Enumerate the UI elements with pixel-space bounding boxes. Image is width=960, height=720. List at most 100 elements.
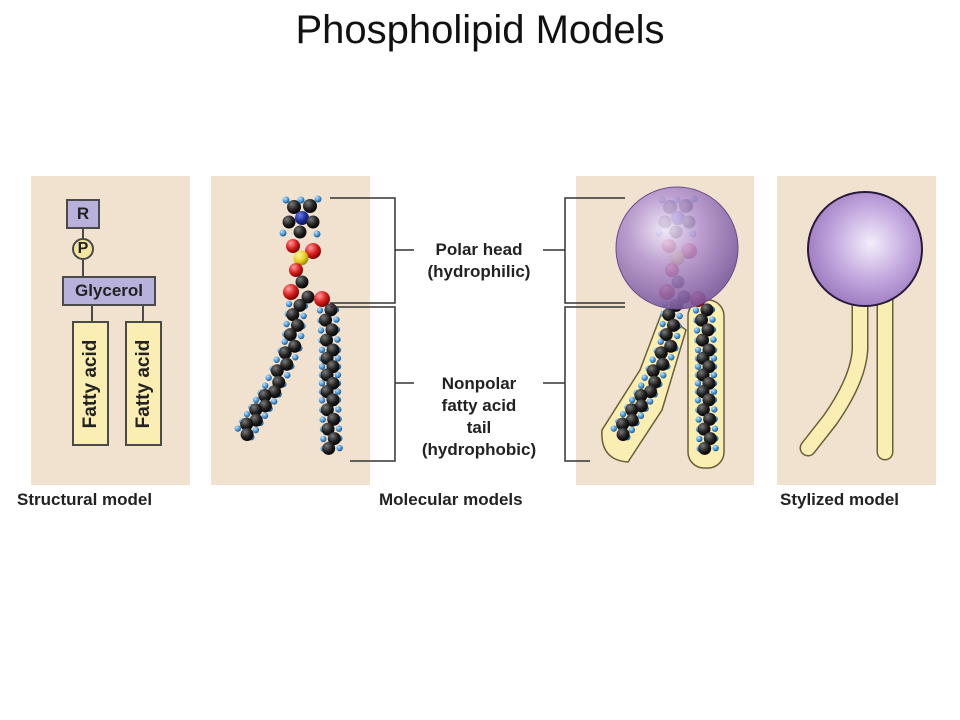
atom — [283, 320, 290, 328]
atom — [697, 422, 711, 436]
atom — [610, 425, 618, 432]
atom — [694, 397, 702, 404]
atom — [710, 371, 718, 379]
atom — [659, 320, 666, 328]
atom — [261, 412, 269, 419]
atom — [287, 200, 301, 214]
atom — [628, 426, 636, 434]
atom — [314, 291, 330, 307]
phosphate-circle: P — [72, 238, 94, 260]
atom — [318, 397, 326, 404]
atom — [666, 318, 680, 332]
atom — [646, 398, 654, 405]
atom — [321, 422, 335, 436]
atom — [290, 318, 304, 332]
atom — [694, 363, 702, 370]
r-group-label: R — [76, 204, 90, 223]
atom — [702, 393, 716, 407]
atom — [325, 323, 339, 337]
atom — [240, 427, 254, 441]
tail-line1: Nonpolar — [441, 374, 517, 393]
atom — [334, 355, 342, 362]
atom — [673, 332, 681, 340]
atom — [662, 308, 676, 322]
atom — [701, 323, 715, 337]
atom — [646, 364, 660, 378]
atom — [322, 441, 336, 455]
atom — [712, 444, 719, 452]
atom — [327, 432, 341, 446]
atom — [634, 389, 648, 403]
atom — [295, 275, 309, 289]
atom — [696, 403, 710, 417]
atom — [295, 211, 309, 225]
atom — [280, 357, 294, 371]
atom — [703, 432, 717, 446]
page-title: Phospholipid Models — [295, 8, 665, 52]
atom — [333, 316, 340, 323]
polar-head-sphere — [615, 186, 739, 310]
atom — [252, 396, 260, 404]
atom — [710, 355, 718, 362]
atom — [696, 333, 710, 347]
atom — [641, 374, 648, 381]
atom — [292, 354, 299, 361]
atom — [619, 411, 627, 418]
tail-label: Nonpolar fatty acid tail (hydrophobic) — [400, 373, 558, 461]
atom — [300, 312, 307, 320]
atom — [270, 364, 284, 378]
atom — [649, 356, 656, 363]
atom — [265, 374, 272, 381]
atom — [301, 290, 315, 304]
atom — [262, 382, 269, 389]
atom — [320, 333, 334, 347]
atom — [336, 444, 343, 452]
atom — [637, 412, 645, 419]
atom — [676, 312, 683, 320]
structural-model-panel — [31, 176, 190, 485]
glycerol-box: Glycerol — [62, 276, 156, 306]
atom — [694, 346, 702, 354]
atom — [698, 441, 712, 455]
glycerol-fatty2-connector — [142, 306, 144, 322]
polar-head-line1: Polar head — [435, 240, 523, 259]
atom — [694, 380, 702, 387]
atom — [319, 313, 333, 327]
atom — [695, 416, 702, 423]
atom — [668, 354, 675, 361]
tail-line2: fatty acid — [441, 396, 517, 415]
atom — [293, 298, 307, 312]
atom — [700, 303, 714, 317]
atom — [711, 425, 719, 432]
atom — [660, 372, 667, 379]
atom — [696, 435, 703, 443]
atom — [711, 406, 718, 413]
atom — [656, 357, 670, 371]
atom — [318, 380, 326, 387]
space-filling-molecule — [234, 195, 343, 455]
atom — [319, 416, 326, 423]
atom — [288, 339, 302, 353]
atom — [305, 243, 321, 259]
atom — [664, 339, 678, 353]
atom — [703, 412, 717, 426]
phosphate-label: P — [77, 240, 89, 257]
atom — [628, 396, 636, 404]
atom — [709, 316, 716, 323]
structural-model-caption: Structural model — [17, 490, 153, 509]
atom — [258, 389, 272, 403]
stylized-head — [807, 191, 923, 307]
atom — [638, 382, 645, 389]
atom — [625, 403, 639, 417]
atom — [326, 393, 340, 407]
atom — [283, 328, 297, 342]
r-p-connector — [82, 229, 84, 238]
p-glycerol-connector — [82, 260, 84, 276]
atom — [249, 403, 263, 417]
atom — [297, 332, 305, 340]
polar-head-line2: (hydrophilic) — [427, 262, 531, 281]
glycerol-label: Glycerol — [74, 281, 144, 300]
atom — [320, 435, 327, 443]
atom — [278, 346, 292, 360]
